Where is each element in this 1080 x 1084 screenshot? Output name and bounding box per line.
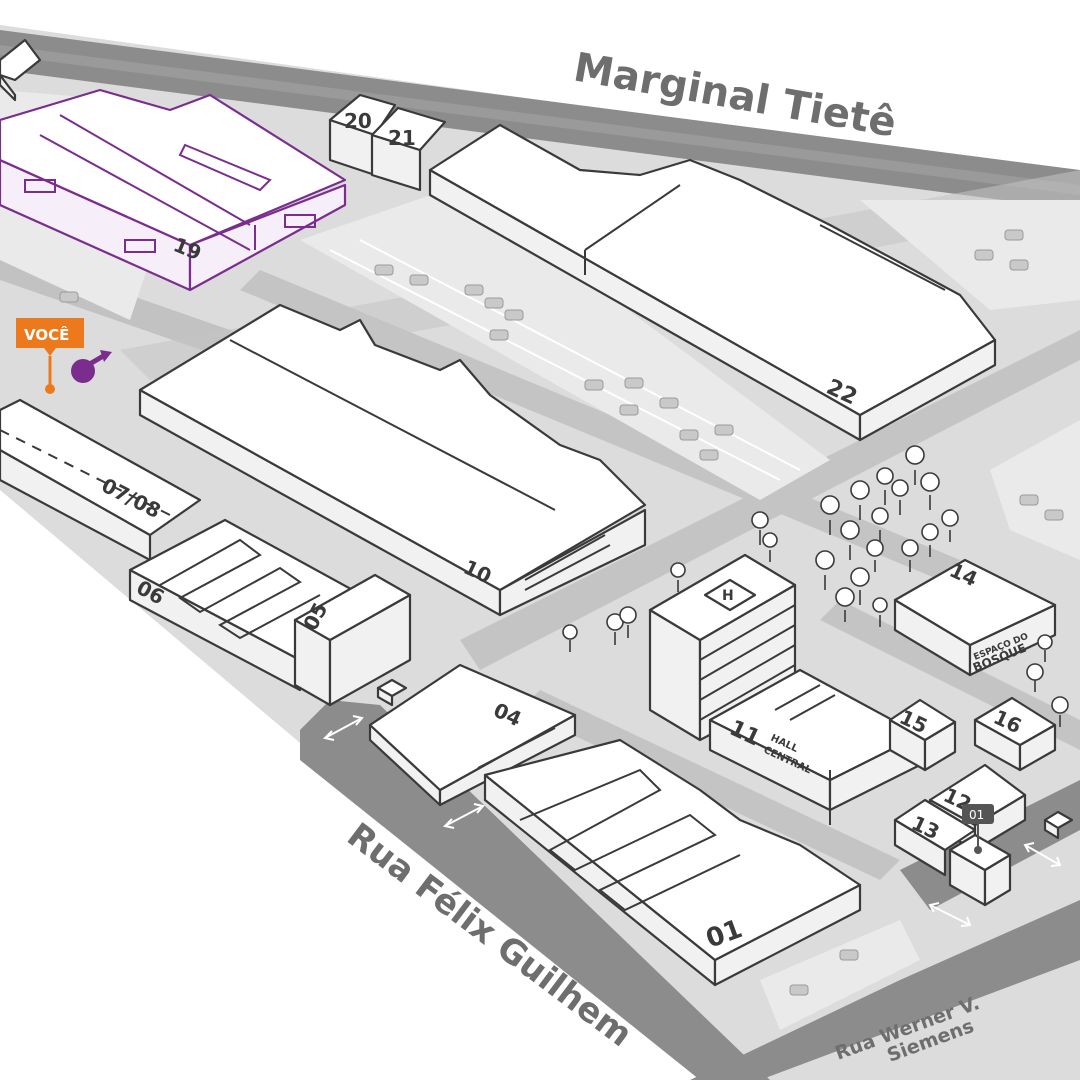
you-are-here-marker[interactable]: VOCÊ [16, 318, 84, 394]
building-15[interactable]: 15 [888, 698, 957, 772]
building-22[interactable]: 22 [428, 123, 997, 442]
building-10[interactable]: 10 [138, 303, 647, 617]
building-21[interactable]: 21 [370, 106, 447, 192]
building-01[interactable]: 01 [483, 738, 862, 987]
you-are-here-label: VOCÊ [24, 325, 69, 344]
hotel-h-label: H [722, 588, 734, 604]
gate-01-marker[interactable]: 01 [962, 804, 994, 854]
building-21-label: 21 [388, 126, 416, 150]
parking-lot-north [300, 185, 830, 500]
building-11-hall-central[interactable]: 11 HALL CENTRAL [708, 668, 922, 825]
parking-lot-south [760, 920, 920, 1030]
building-12[interactable]: 12 [928, 763, 1027, 852]
building-19[interactable]: 19 [0, 88, 347, 292]
gate-01-label: 01 [969, 808, 984, 822]
building-13[interactable]: 13 [893, 798, 977, 877]
two-way-arrow-icon [928, 902, 972, 927]
trees-bosque [562, 445, 1069, 727]
building-16[interactable]: 16 [973, 696, 1057, 772]
two-way-arrow-icon [1023, 842, 1062, 867]
kiosk-near-04 [376, 678, 408, 707]
building-small-top-left [0, 38, 42, 102]
building-20[interactable]: 20 [328, 93, 397, 177]
kiosk-east [1043, 810, 1074, 840]
two-way-arrow-icon [443, 803, 485, 829]
building-04[interactable]: 04 [368, 663, 577, 807]
building-07-08[interactable]: 07/08 [0, 398, 202, 562]
restroom-icon[interactable] [71, 350, 112, 383]
two-way-arrow-icon [323, 715, 364, 741]
building-20-label: 20 [344, 109, 372, 133]
parking-lot-east [860, 200, 1080, 560]
